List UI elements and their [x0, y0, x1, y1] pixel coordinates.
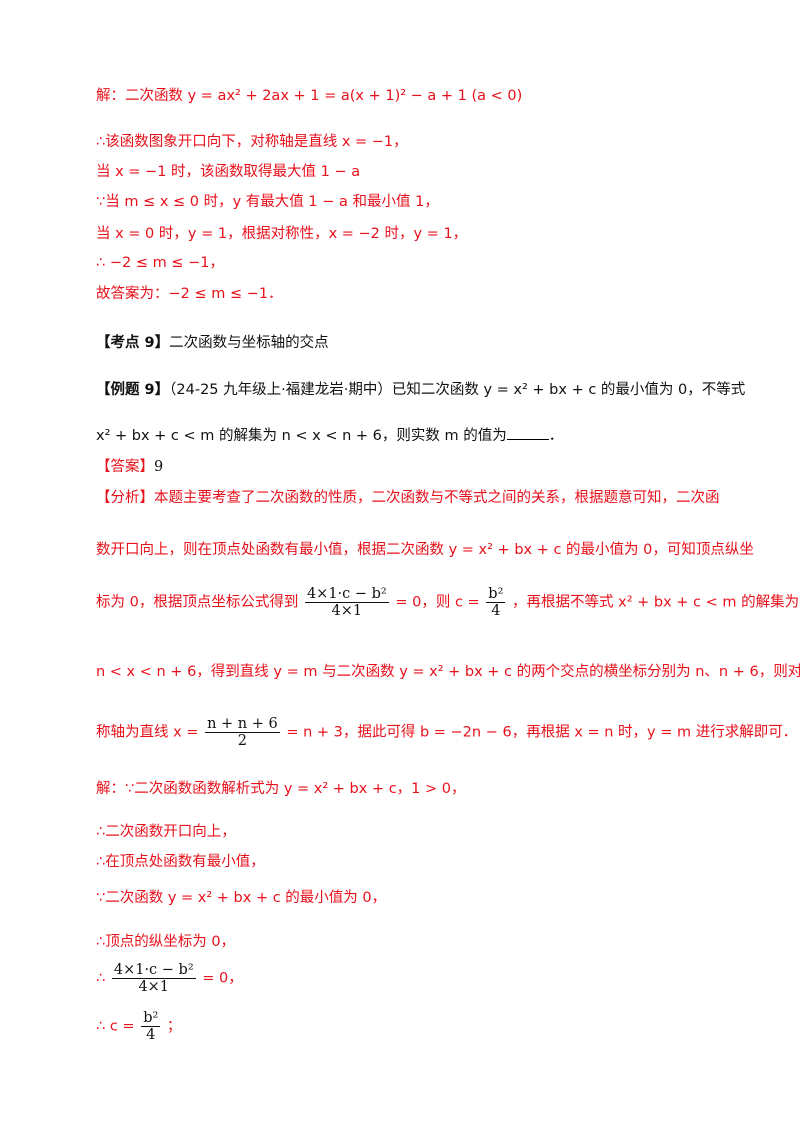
example-line-2: x² + bx + c < m 的解集为 n < x < n + 6，则实数 m… — [96, 424, 563, 445]
fraction-denominator: 4×1 — [138, 979, 170, 995]
analysis-line-2: 数开口向上，则在顶点处函数有最小值，根据二次函数 y = x² + bx + c… — [96, 542, 754, 558]
solution-line-3: 当 x = −1 时，该函数取得最大值 1 − a — [96, 164, 361, 180]
work-text: = 0， — [202, 970, 243, 987]
example-line-1: 【例题 9】（24-25 九年级上·福建龙岩·期中）已知二次函数 y = x² … — [96, 378, 745, 399]
analysis-text: = n + 3，据此可得 b = −2n − 6，再根据 x = n 时，y =… — [286, 724, 798, 741]
example-text-2: x² + bx + c < m 的解集为 n < x < n + 6，则实数 m… — [96, 428, 507, 444]
fraction-numerator: 4×1·c − b² — [304, 586, 389, 603]
solution-line-4: ∵当 m ≤ x ≤ 0 时，y 有最大值 1 − a 和最小值 1， — [96, 194, 439, 210]
section-heading: 【考点 9】二次函数与坐标轴的交点 — [96, 331, 329, 352]
example-text: （24-25 九年级上·福建龙岩·期中）已知二次函数 y = x² + bx +… — [169, 382, 746, 398]
work-line-4: ∵二次函数 y = x² + bx + c 的最小值为 0， — [96, 890, 387, 906]
fraction-denominator: 4 — [146, 1027, 156, 1043]
fraction-denominator: 4 — [491, 603, 501, 619]
analysis-text: ，再根据不等式 x² + bx + c < m 的解集为 — [512, 594, 800, 611]
fraction-numerator: 4×1·c − b² — [111, 962, 196, 979]
solution-line-5: 当 x = 0 时，y = 1，根据对称性，x = −2 时，y = 1， — [96, 226, 468, 242]
answer-value: 9 — [154, 459, 164, 475]
fraction-denominator: 2 — [237, 733, 247, 749]
solution-line-2: ∴该函数图象开口向下，对称轴是直线 x = −1， — [96, 134, 408, 150]
work-line-2: ∴二次函数开口向上， — [96, 824, 236, 840]
section-title: 二次函数与坐标轴的交点 — [169, 335, 329, 351]
fraction-numerator: n + n + 6 — [205, 716, 280, 733]
work-text: ∴ c = — [96, 1018, 135, 1035]
answer-row: 【答案】9 — [96, 455, 163, 476]
work-text: ； — [166, 1018, 182, 1035]
work-line-1: 解：∵二次函数函数解析式为 y = x² + bx + c，1 > 0， — [96, 781, 466, 797]
work-text: ∴ — [96, 970, 106, 987]
example-tag: 【例题 9】 — [96, 382, 170, 398]
fraction-numerator: b² — [141, 1010, 161, 1027]
analysis-text: = 0，则 c = — [395, 594, 480, 611]
section-tag: 【考点 9】 — [96, 335, 170, 351]
solution-line-1: 解：二次函数 y = ax² + 2ax + 1 = a(x + 1)² − a… — [96, 88, 523, 104]
answer-line: 故答案为：−2 ≤ m ≤ −1． — [96, 286, 283, 302]
fraction-denominator: 4×1 — [331, 603, 363, 619]
fraction-numerator: b² — [486, 586, 506, 603]
answer-tag: 【答案】 — [96, 459, 154, 475]
work-line-3: ∴在顶点处函数有最小值， — [96, 854, 265, 870]
solution-line-6: ∴ −2 ≤ m ≤ −1， — [96, 255, 224, 271]
analysis-text: 标为 0，根据顶点坐标公式得到 — [96, 594, 299, 611]
analysis-line-1: 【分析】本题主要考查了二次函数的性质，二次函数与不等式之间的关系，根据题意可知，… — [96, 490, 720, 506]
analysis-text: 称轴为直线 x = — [96, 724, 199, 741]
analysis-line-4: n < x < n + 6，得到直线 y = m 与二次函数 y = x² + … — [96, 664, 800, 680]
work-line-5: ∴顶点的纵坐标为 0， — [96, 934, 236, 950]
example-end: ． — [548, 428, 564, 444]
answer-blank — [506, 427, 549, 440]
